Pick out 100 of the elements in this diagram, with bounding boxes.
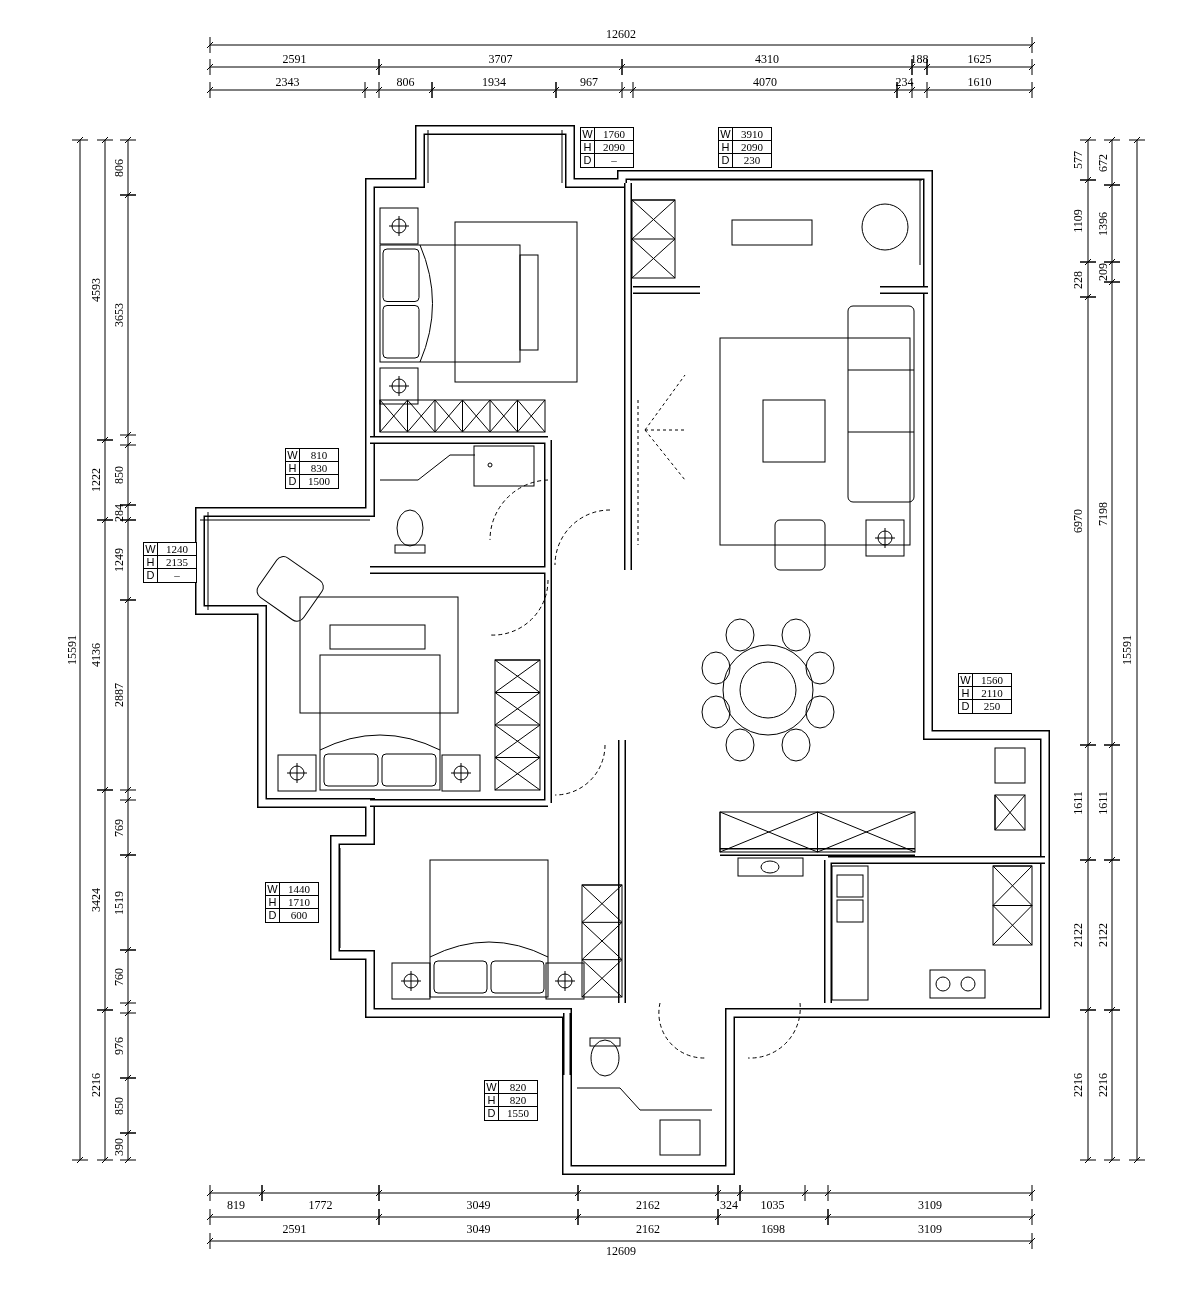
table-cell: 2090	[733, 141, 771, 154]
dimension-label: 2591	[282, 53, 307, 65]
dimension-label: 806	[396, 76, 415, 88]
dimension-label: 2887	[113, 683, 125, 707]
row-header-cell: D	[959, 700, 973, 713]
row-header-cell: D	[719, 154, 733, 167]
dimension-label: 284	[113, 503, 125, 522]
dimension-label: 1772	[308, 1199, 333, 1211]
row-header-cell: H	[286, 462, 300, 475]
row-header-cell: D	[266, 909, 280, 922]
table-cell: 2110	[973, 687, 1011, 700]
row-header-cell: D	[581, 154, 595, 167]
row-header-cell: W	[266, 883, 280, 896]
dimension-label: 672	[1097, 153, 1109, 172]
dimension-label: 1611	[1097, 790, 1109, 815]
dimension-label: 3707	[488, 53, 513, 65]
dimension-label: 3653	[113, 303, 125, 327]
dimension-label: 3109	[918, 1223, 942, 1235]
dimension-label: 390	[113, 1137, 125, 1156]
row-header-cell: W	[581, 128, 595, 141]
row-header-cell: W	[719, 128, 733, 141]
table-cell: 820	[499, 1081, 537, 1094]
dimension-label: 976	[113, 1036, 125, 1055]
dimension-label: 12602	[606, 28, 636, 40]
dimension-label: 3109	[918, 1199, 942, 1211]
dimension-label: 850	[113, 1096, 125, 1115]
dimension-label: 6970	[1072, 509, 1084, 533]
dimension-label: 3049	[466, 1199, 491, 1211]
dimension-label: 7198	[1097, 501, 1109, 526]
dimension-label: 1610	[967, 76, 992, 88]
dimension-label: 760	[113, 967, 125, 986]
row-header-cell: H	[719, 141, 733, 154]
table-cell-text: 250	[982, 700, 1002, 713]
table-cell: 810	[300, 449, 338, 462]
table-cell: 830	[300, 462, 338, 475]
table-cell: 820	[499, 1094, 537, 1107]
dimension-label: 1035	[760, 1199, 785, 1211]
dimension-label: 2162	[636, 1199, 660, 1211]
row-header-cell: H	[266, 896, 280, 909]
dimension-label: 2122	[1072, 923, 1084, 947]
dimension-label: 850	[113, 466, 125, 484]
dimension-label: 15591	[1121, 635, 1133, 665]
dimension-label: 1396	[1097, 211, 1109, 236]
table-cell: 2135	[158, 556, 196, 569]
dimension-label: 3049	[466, 1223, 491, 1235]
dimension-label: 769	[113, 818, 125, 837]
dimension-label: 4136	[90, 643, 102, 667]
dimension-label: 2591	[282, 1223, 307, 1235]
row-header-cell: D	[485, 1107, 499, 1120]
row-header-cell: D	[286, 475, 300, 488]
dimension-label: 15591	[66, 635, 78, 665]
dimension-label: 2216	[1097, 1073, 1109, 1097]
dimension-label: 1698	[761, 1223, 785, 1235]
table-cell: 2090	[595, 141, 633, 154]
dimension-label: 4310	[755, 53, 779, 65]
dimension-label: 234	[895, 76, 914, 88]
dimension-label: 819	[227, 1199, 245, 1211]
dimension-label: 1109	[1072, 209, 1084, 233]
row-header-cell: H	[959, 687, 973, 700]
table-cell: 1760	[595, 128, 633, 141]
row-header-cell: H	[581, 141, 595, 154]
dimension-label: 1222	[90, 468, 102, 492]
dimension-label: 228	[1072, 270, 1084, 289]
table-cell-text: –	[610, 154, 618, 167]
dimension-label: 1611	[1072, 790, 1084, 815]
row-header-cell: H	[144, 556, 158, 569]
table-cell: 1560	[973, 674, 1011, 687]
table-cell-text: 230	[742, 154, 762, 167]
dimension-label: 1249	[113, 548, 125, 572]
dimension-label: 1519	[113, 890, 125, 915]
dimension-label: 2343	[275, 76, 300, 88]
table-cell: 1240	[158, 543, 196, 556]
row-header-cell: H	[485, 1094, 499, 1107]
dimension-label: 806	[113, 158, 125, 177]
dimension-label: 12609	[606, 1245, 636, 1257]
table-cell: 1710	[280, 896, 318, 909]
table-cell-text: –	[173, 569, 181, 582]
table-cell-text: 600	[289, 909, 309, 922]
dimension-label: 2162	[636, 1223, 660, 1235]
dimension-label: 324	[720, 1199, 738, 1211]
dimension-label: 2122	[1097, 923, 1109, 947]
dimension-label: 577	[1072, 151, 1084, 169]
dimension-label: 967	[580, 76, 598, 88]
dimension-label: 4070	[753, 76, 777, 88]
table-cell: 1440	[280, 883, 318, 896]
dimension-label: 1625	[967, 53, 992, 65]
row-header-cell: W	[959, 674, 973, 687]
dimension-label: 2216	[90, 1073, 102, 1097]
dimension-label: 4593	[90, 278, 102, 302]
dimension-label: 3424	[90, 888, 102, 912]
row-header-cell: W	[144, 543, 158, 556]
dimension-label: 1934	[482, 76, 506, 88]
table-cell-text: 1550	[506, 1107, 530, 1120]
table-cell-text: 1500	[307, 475, 331, 488]
row-header-cell: W	[286, 449, 300, 462]
row-header-cell: D	[144, 569, 158, 582]
table-cell: 3910	[733, 128, 771, 141]
dimension-label: 188	[910, 53, 929, 65]
dimension-label: 209	[1097, 263, 1109, 281]
dimension-label: 2216	[1072, 1073, 1084, 1097]
